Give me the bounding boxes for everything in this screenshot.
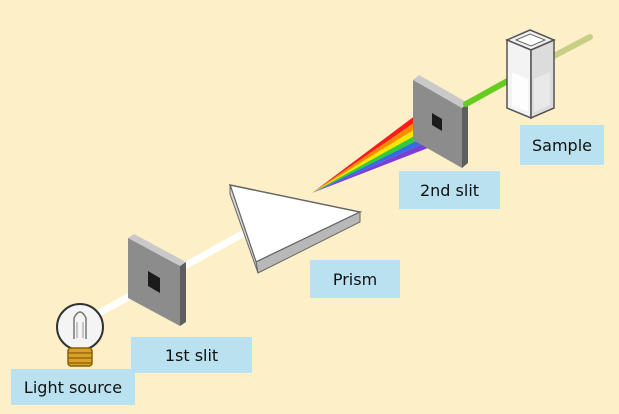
- first-slit-opening: [148, 271, 160, 293]
- prism-label: Prism: [310, 260, 400, 298]
- light-bulb-icon: [56, 303, 104, 367]
- second-slit-opening: [432, 113, 442, 131]
- sample-cuvette-icon: [505, 29, 556, 120]
- transmitted-beam: [549, 34, 593, 60]
- second-slit-plate: [413, 75, 468, 168]
- prism-shape: [228, 183, 363, 274]
- sample-label: Sample: [520, 125, 604, 165]
- first-slit-label: 1st slit: [131, 337, 252, 373]
- light-source-label: Light source: [11, 369, 135, 405]
- first-slit-plate: [128, 234, 186, 326]
- spectrum-fan: [312, 112, 446, 193]
- second-slit-label: 2nd slit: [399, 171, 500, 209]
